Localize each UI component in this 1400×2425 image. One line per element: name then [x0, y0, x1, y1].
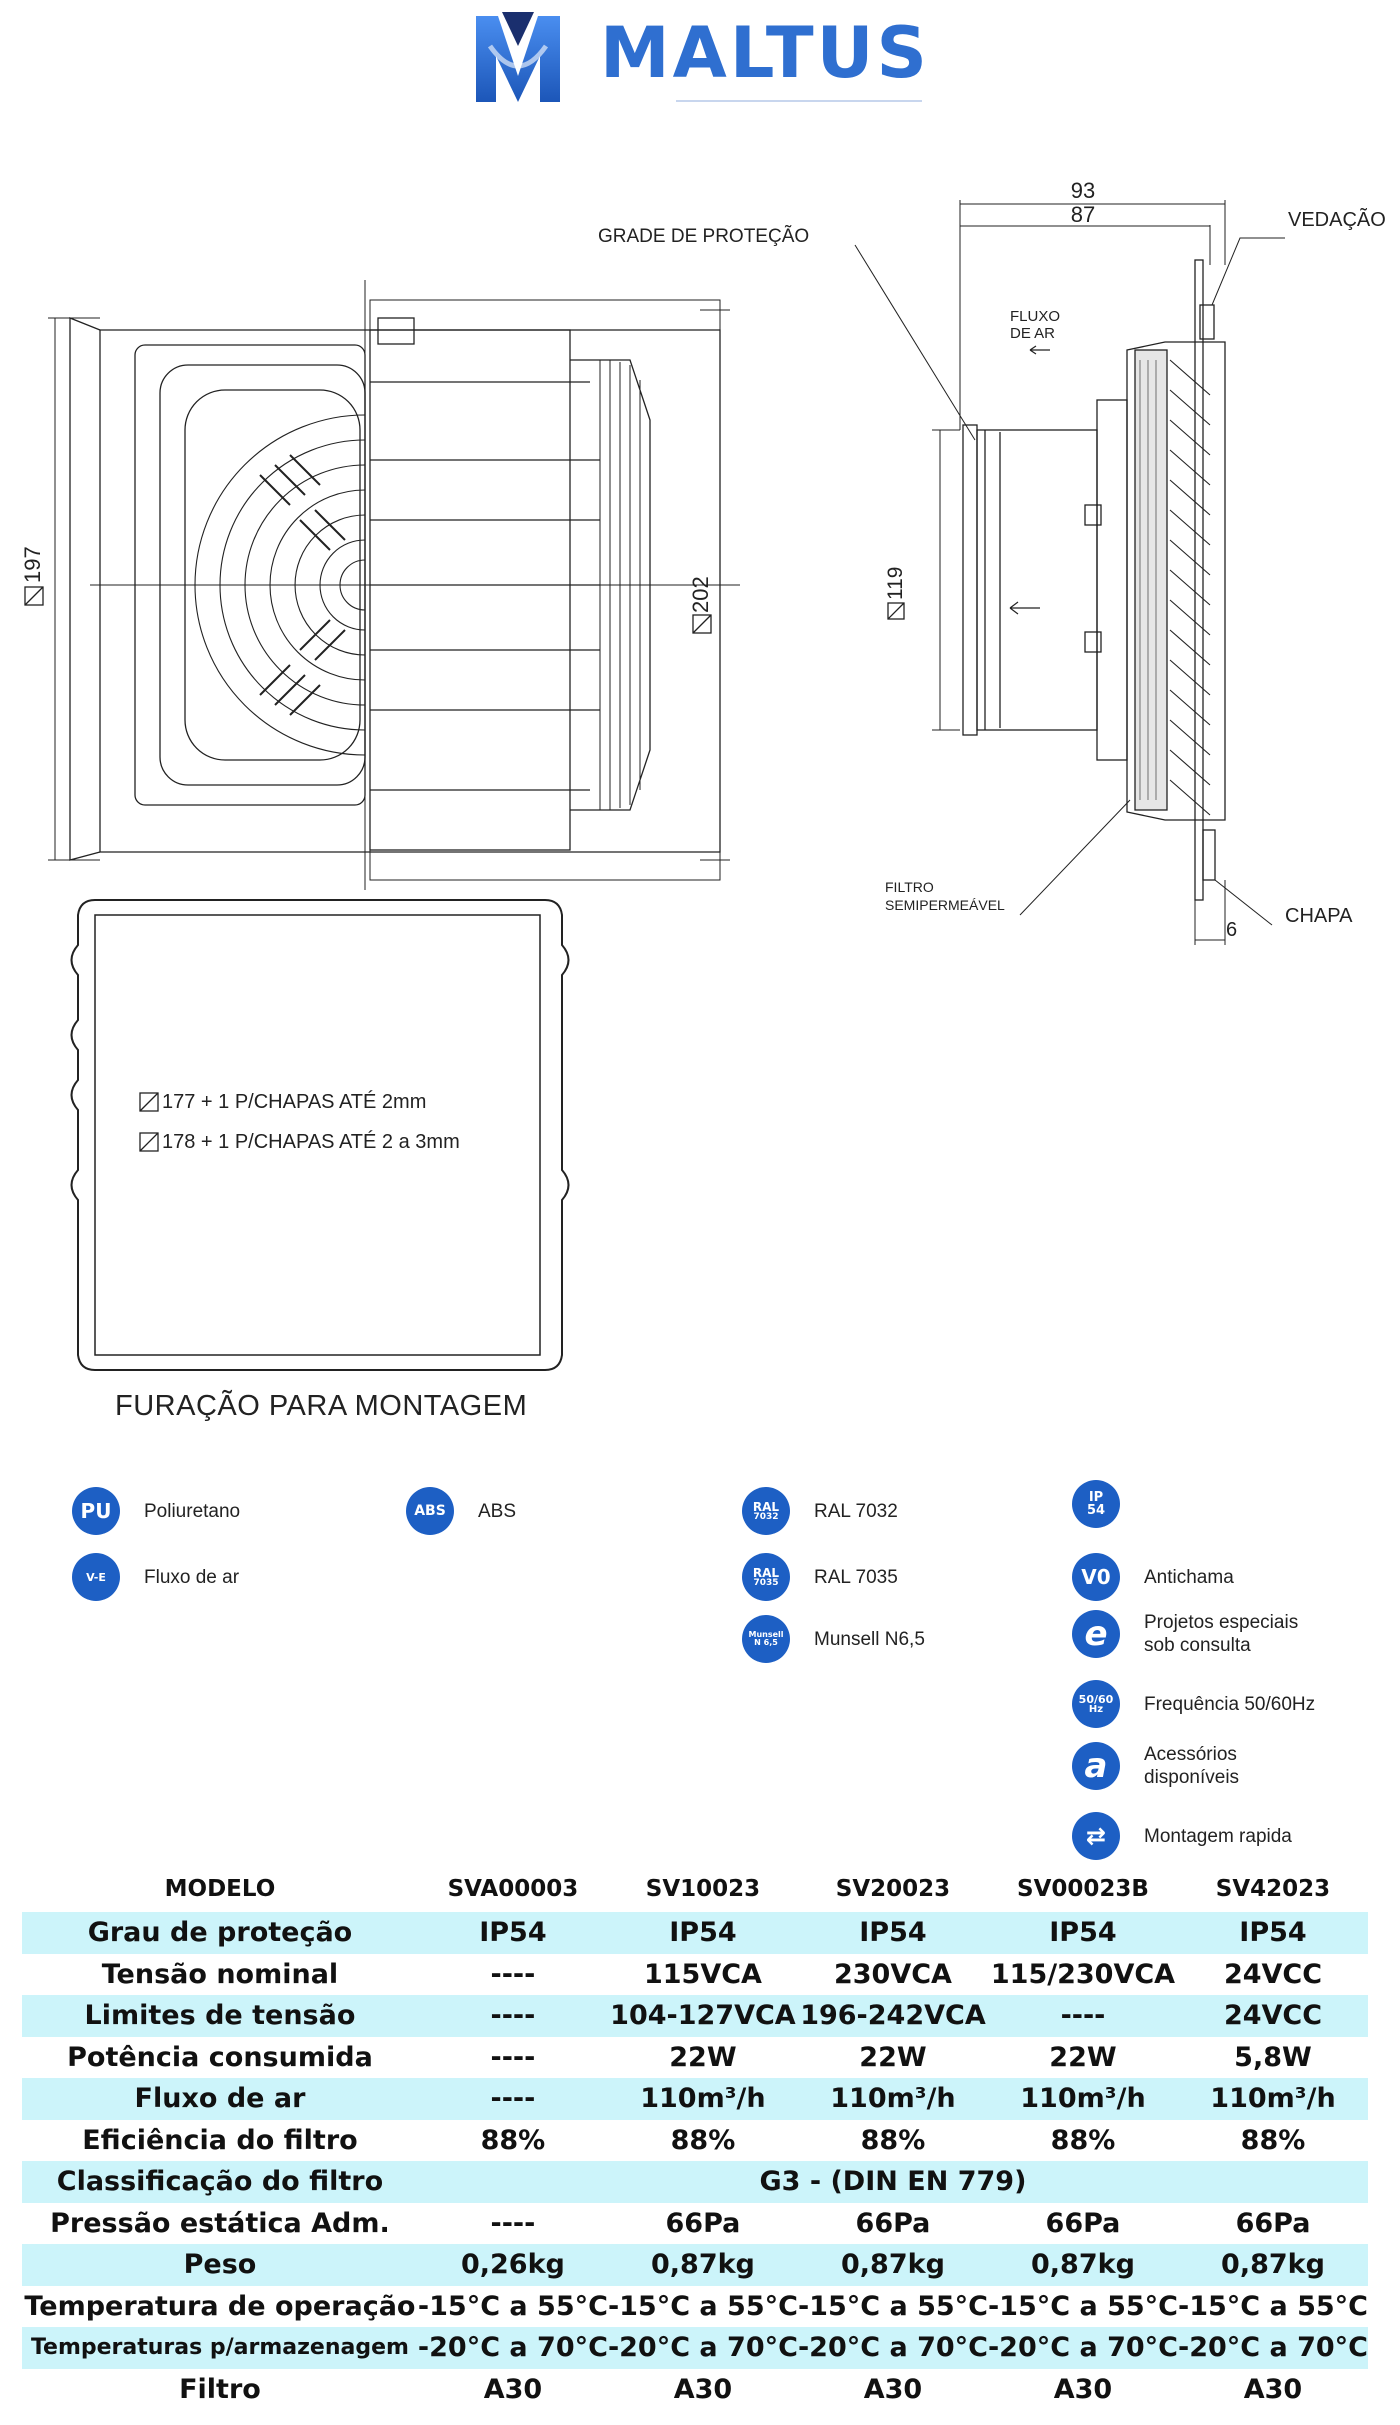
dim-119: 119	[884, 567, 907, 600]
legend-item-abs: ABS ABS	[406, 1487, 516, 1535]
maltus-logo-icon	[476, 12, 560, 102]
legend-item-projetos: e Projetos especiais sob consulta	[1072, 1610, 1298, 1658]
dim-197: 197	[20, 546, 45, 583]
table-row: Temperatura de operação -15°C a 55°C-15°…	[24, 2290, 1368, 2322]
label-vedacao: VEDAÇÃO	[1288, 207, 1386, 231]
header-modelo: MODELO	[164, 1876, 276, 1902]
label-grade-protecao: GRADE DE PROTEÇÃO	[598, 225, 809, 247]
header-model: SV42023	[1215, 1876, 1331, 1902]
legend-item-montagem: ⇄ Montagem rapida	[1072, 1812, 1292, 1860]
merged-filter-class: G3 - (DIN EN 779)	[417, 2161, 1368, 2203]
table-row: Temperaturas p/armazenagem -20°C a 70°C-…	[22, 2327, 1368, 2369]
label-filtro-1: FILTRO	[885, 879, 934, 895]
table-row: Classificação do filtro G3 - (DIN EN 779…	[22, 2161, 1368, 2203]
dim-202: 202	[688, 576, 713, 613]
abs-icon: ABS	[406, 1487, 454, 1535]
legend-item-pu: PU Poliuretano	[72, 1487, 240, 1535]
pu-icon: PU	[72, 1487, 120, 1535]
accessories-icon: a	[1072, 1742, 1120, 1790]
legend-item-antichama: V0 Antichama	[1072, 1553, 1234, 1601]
legend-item-fluxo: V-E Fluxo de ar	[72, 1553, 239, 1601]
table-header-row: MODELO SVA00003 SV10023 SV20023 SV00023B…	[22, 1866, 1368, 1912]
mounting-note-2: 178 + 1 P/CHAPAS ATÉ 2 a 3mm	[162, 1130, 460, 1153]
spec-table: MODELO SVA00003 SV10023 SV20023 SV00023B…	[22, 1866, 1368, 2410]
table-row: Eficiência do filtro 88%88%88%88%88%	[82, 2124, 1306, 2156]
label-chapa: CHAPA	[1285, 905, 1353, 927]
header-model: SV00023B	[1017, 1876, 1149, 1902]
legend-item-acessorios: a Acessórios disponíveis	[1072, 1742, 1239, 1790]
mounting-caption: FURAÇÃO PARA MONTAGEM	[115, 1390, 528, 1422]
label-fluxo-1: FLUXO	[1010, 308, 1060, 325]
header-model: SVA00003	[447, 1876, 579, 1902]
brand-name: MALTUS	[600, 12, 930, 94]
header-model: SV10023	[645, 1876, 761, 1902]
header-model: SV20023	[835, 1876, 951, 1902]
dim-93: 93	[1071, 178, 1095, 203]
quick-mount-icon: ⇄	[1072, 1812, 1120, 1860]
airflow-direction-icon: V-E	[72, 1553, 120, 1601]
dim-87: 87	[1071, 202, 1095, 227]
flame-retardant-icon: V0	[1072, 1553, 1120, 1601]
technical-drawing: 93 87 GRADE DE PROTEÇÃO VEDAÇÃO FLUXO DE…	[20, 178, 1386, 1371]
special-projects-icon: e	[1072, 1610, 1120, 1658]
logo-underline	[676, 100, 922, 102]
label-filtro-2: SEMIPERMEÁVEL	[885, 897, 1005, 913]
mounting-note-1: 177 + 1 P/CHAPAS ATÉ 2mm	[162, 1090, 426, 1113]
dim-6: 6	[1226, 919, 1237, 941]
label-fluxo-2: DE AR	[1010, 325, 1055, 342]
